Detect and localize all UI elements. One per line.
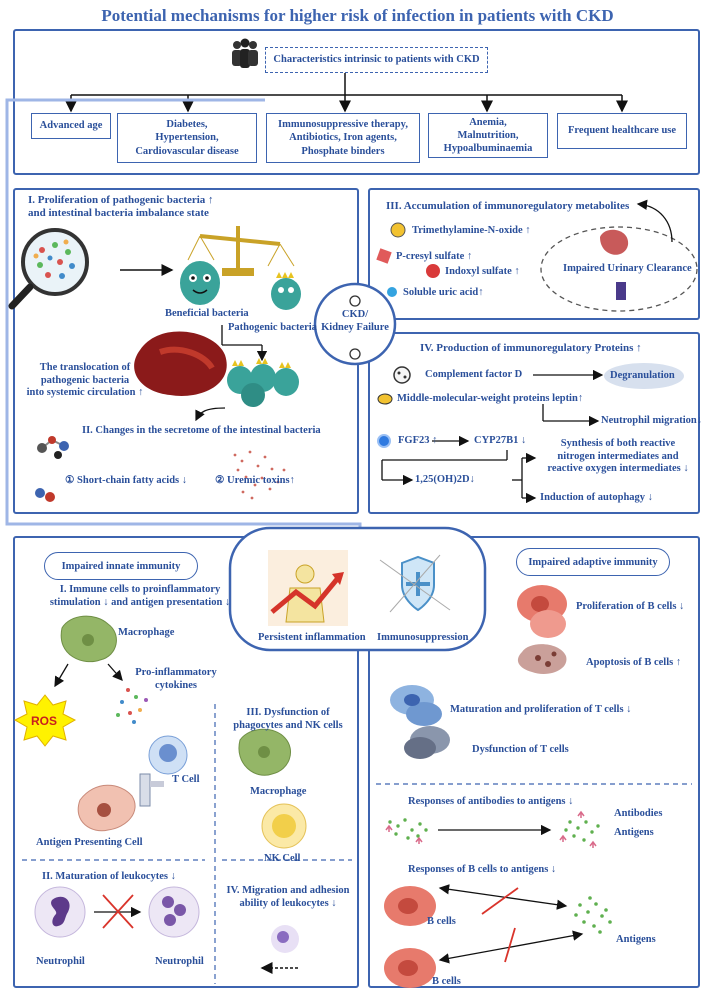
top-item-age: Advanced age xyxy=(31,113,111,139)
apc-label: Antigen Presenting Cell xyxy=(36,837,143,848)
autophagy-label: Induction of autophagy ↓ xyxy=(540,492,653,503)
top-item-anemia: Anemia, Malnutrition, Hypoalbuminaemia xyxy=(428,113,548,158)
panel4-title: IV. Production of immunoregulatory Prote… xyxy=(420,342,642,354)
p-cresyl-label: P-cresyl sulfate ↑ xyxy=(396,251,473,262)
panel3-title: III. Accumulation of immunoregulatory me… xyxy=(386,200,630,212)
antibody-response-label: Responses of antibodies to antigens ↓ xyxy=(408,796,574,807)
antigens2-label: Antigens xyxy=(616,934,656,945)
cyp27b1-label: CYP27B1 ↓ xyxy=(474,435,527,446)
urinary-clearance-label: Impaired Urinary Clearance xyxy=(563,263,692,274)
vitamin-d-label: 1,25(OH)2D↓ xyxy=(415,474,475,485)
b-apoptosis-label: Apoptosis of B cells ↑ xyxy=(586,657,682,668)
leptin-label: Middle-molecular-weight proteins leptin↑ xyxy=(397,393,584,404)
innate-s3-title: III. Dysfunction of phagocytes and NK ce… xyxy=(233,707,343,731)
antibodies-label: Antibodies xyxy=(614,808,663,819)
bcells1-label: B cells xyxy=(427,916,456,927)
ckd-kidney-failure-label: CKD/ Kidney Failure xyxy=(321,309,389,333)
t-maturation-label: Maturation and proliferation of T cells … xyxy=(450,704,632,715)
t-cell-label: T Cell xyxy=(172,774,200,785)
adaptive-immunity-header: Impaired adaptive immunity xyxy=(516,548,670,576)
panel1-title: I. Proliferation of pathogenic bacteria … xyxy=(28,194,214,220)
secretome-title: II. Changes in the secretome of the inte… xyxy=(82,425,321,436)
t-dysfunction-label: Dysfunction of T cells xyxy=(472,744,569,755)
pathogenic-bacteria-label: Pathogenic bacteria xyxy=(228,322,317,333)
antigens1-label: Antigens xyxy=(614,827,654,838)
top-item-healthcare: Frequent healthcare use xyxy=(557,113,687,149)
macrophage2-label: Macrophage xyxy=(250,786,307,797)
top-item-therapy: Immunosuppressive therapy, Antibiotics, … xyxy=(266,113,420,163)
complement-factor-label: Complement factor D xyxy=(425,369,523,380)
fgf23-label: FGF23 ↑ xyxy=(398,435,438,446)
uric-acid-label: Soluble uric acid↑ xyxy=(403,287,484,298)
people-icon xyxy=(228,38,262,70)
synthesis-label: Synthesis of both reactive nitrogen inte… xyxy=(547,438,689,475)
bcell-response-label: Responses of B cells to antigens ↓ xyxy=(408,864,557,875)
degranulation-label: Degranulation xyxy=(610,370,675,381)
innate-s1-title: I. Immune cells to proinflammatory stimu… xyxy=(49,584,231,608)
innate-immunity-header: Impaired innate immunity xyxy=(44,552,198,580)
innate-s2-title: II. Maturation of leukocytes ↓ xyxy=(42,871,176,882)
nk-cell-label: NK Cell xyxy=(264,853,301,864)
beneficial-bacteria-label: Beneficial bacteria xyxy=(165,308,249,319)
persistent-inflammation-label: Persistent inflammation xyxy=(258,632,366,643)
neutrophil-right-label: Neutrophil xyxy=(155,956,204,967)
top-item-diabetes: Diabetes, Hypertension, Cardiovascular d… xyxy=(117,113,257,163)
neutrophil-migration-label: Neutrophil migration↓ xyxy=(601,415,703,426)
bcells2-label: B cells xyxy=(432,976,461,987)
immunosuppression-label: Immunosuppression xyxy=(377,632,469,643)
macrophage-label: Macrophage xyxy=(118,627,175,638)
scfa-label: ① Short-chain fatty acids ↓ xyxy=(65,475,187,486)
ros-label: ROS xyxy=(31,714,57,728)
tmao-label: Trimethylamine-N-oxide ↑ xyxy=(412,225,531,236)
b-proliferation-label: Proliferation of B cells ↓ xyxy=(576,601,685,612)
uremic-toxins-label: ② Uremic toxins↑ xyxy=(215,475,295,486)
panel-proteins xyxy=(368,332,700,514)
indoxyl-label: Indoxyl sulfate ↑ xyxy=(445,266,520,277)
characteristics-header: Characteristics intrinsic to patients wi… xyxy=(265,47,488,73)
neutrophil-left-label: Neutrophil xyxy=(36,956,85,967)
innate-s4-title: IV. Migration and adhesion ability of le… xyxy=(226,885,350,909)
cytokines-label: Pro-inflammatory cytokines xyxy=(135,667,217,691)
translocation-label: The translocation of pathogenic bacteria… xyxy=(26,362,144,399)
page-title: Potential mechanisms for higher risk of … xyxy=(101,6,614,25)
